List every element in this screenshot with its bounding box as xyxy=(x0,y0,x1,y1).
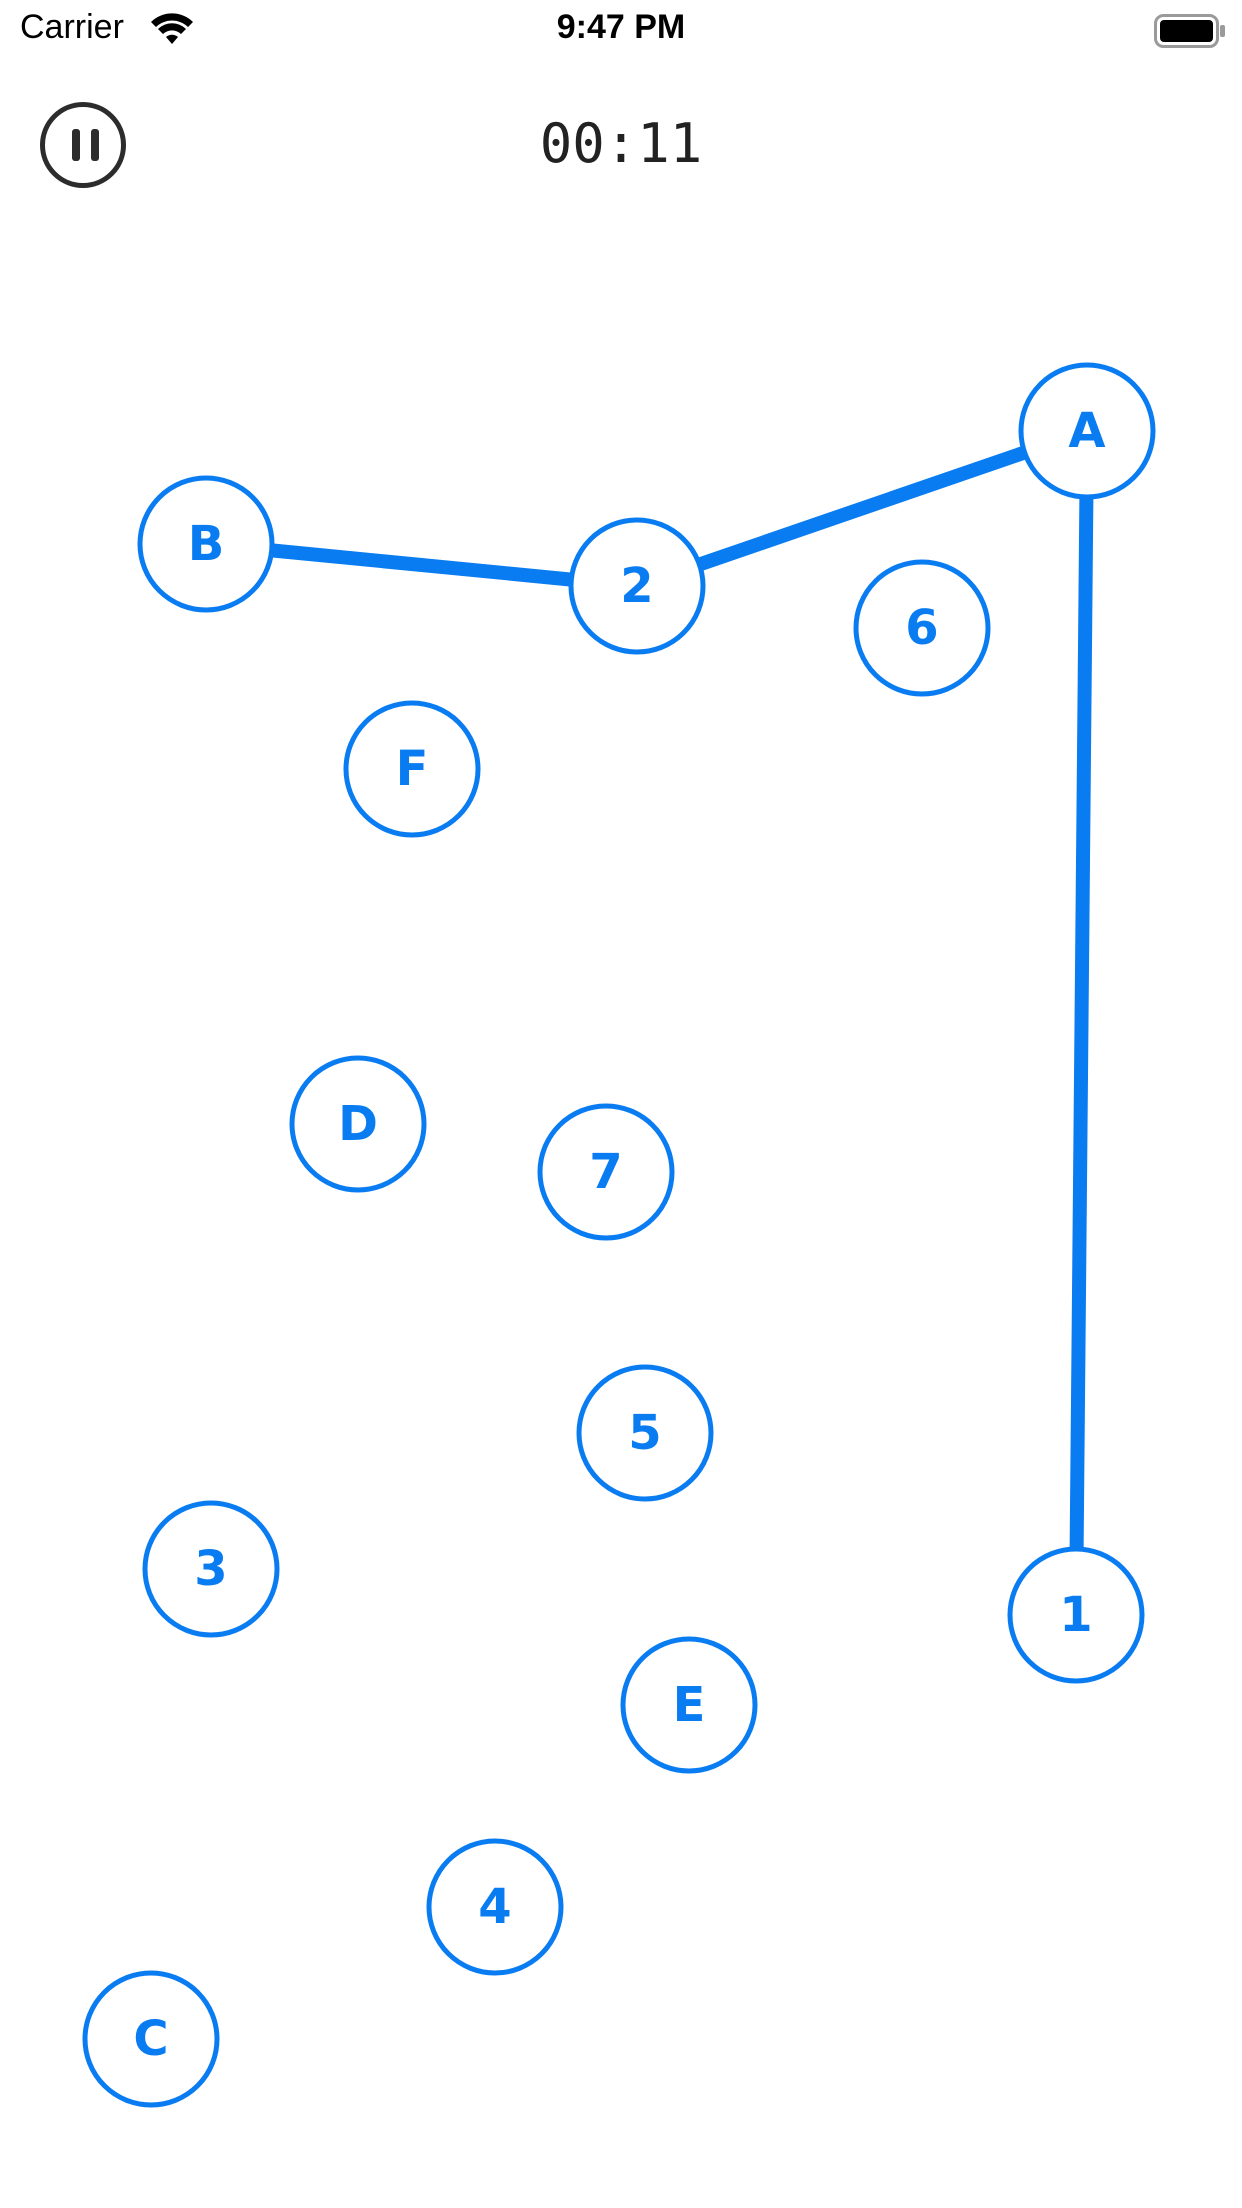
connection-line-1-A xyxy=(1069,496,1094,1550)
node-label: 6 xyxy=(905,600,938,656)
node-label: B xyxy=(188,516,225,572)
node-label: 1 xyxy=(1059,1587,1092,1643)
node-5[interactable]: 5 xyxy=(576,1364,714,1502)
node-circle xyxy=(137,475,275,613)
wifi-icon xyxy=(151,13,193,44)
node-circle xyxy=(289,1055,427,1193)
node-3[interactable]: 3 xyxy=(142,1500,280,1638)
node-6[interactable]: 6 xyxy=(853,559,991,697)
status-time: 9:47 PM xyxy=(556,8,686,46)
node-label: 4 xyxy=(478,1879,511,1935)
node-F[interactable]: F xyxy=(343,700,481,838)
carrier-label: Carrier xyxy=(20,8,124,46)
node-label: A xyxy=(1068,403,1105,459)
node-B[interactable]: B xyxy=(137,475,275,613)
pause-icon xyxy=(72,129,80,161)
node-2[interactable]: 2 xyxy=(568,517,706,655)
node-label: F xyxy=(396,741,429,797)
node-circle xyxy=(426,1838,564,1976)
node-circle xyxy=(620,1636,758,1774)
pause-icon-bar xyxy=(91,129,99,161)
node-label: D xyxy=(338,1096,378,1152)
node-C[interactable]: C xyxy=(82,1970,220,2108)
node-A[interactable]: A xyxy=(1018,362,1156,500)
node-label: 5 xyxy=(628,1405,661,1461)
connection-line-A-2 xyxy=(697,445,1027,572)
node-7[interactable]: 7 xyxy=(537,1103,675,1241)
connection-lines xyxy=(271,445,1094,1550)
node-circle xyxy=(537,1103,675,1241)
node-label: 2 xyxy=(620,558,653,614)
node-1[interactable]: 1 xyxy=(1007,1546,1145,1684)
status-bar: Carrier 9:47 PM xyxy=(0,0,1242,60)
node-circle xyxy=(142,1500,280,1638)
node-label: E xyxy=(673,1677,706,1733)
node-label: 3 xyxy=(194,1541,227,1597)
battery-icon xyxy=(1154,14,1225,48)
node-label: 7 xyxy=(589,1144,622,1200)
node-circle xyxy=(853,559,991,697)
node-circle xyxy=(1007,1546,1145,1684)
node-circle xyxy=(568,517,706,655)
connection-line-2-B xyxy=(271,543,572,587)
node-E[interactable]: E xyxy=(620,1636,758,1774)
node-label: C xyxy=(133,2011,168,2067)
nodes-layer: A B 2 6F D 7 5 3 1E 4C xyxy=(82,362,1156,2108)
node-circle xyxy=(82,1970,220,2108)
pause-button[interactable] xyxy=(40,102,126,188)
elapsed-timer: 00:11 xyxy=(539,112,703,175)
node-circle xyxy=(1018,362,1156,500)
node-4[interactable]: 4 xyxy=(426,1838,564,1976)
node-circle xyxy=(576,1364,714,1502)
node-D[interactable]: D xyxy=(289,1055,427,1193)
node-circle xyxy=(343,700,481,838)
